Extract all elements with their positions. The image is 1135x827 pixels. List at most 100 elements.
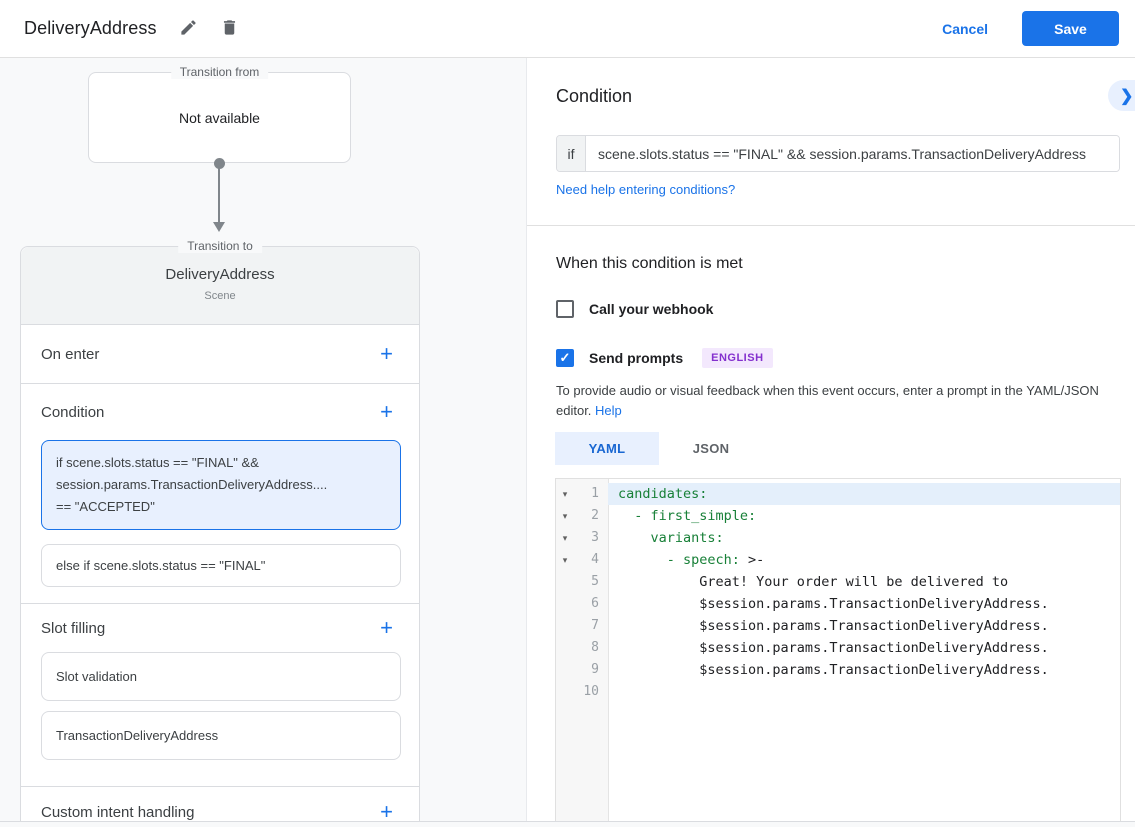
check-icon: ✓ xyxy=(559,350,571,365)
condition-line: == "ACCEPTED" xyxy=(56,499,155,514)
fold-gutter xyxy=(556,593,574,615)
call-webhook-label: Call your webhook xyxy=(589,301,714,317)
window-bottom-edge xyxy=(0,821,1135,827)
prompts-description: To provide audio or visual feedback when… xyxy=(556,381,1122,421)
line-number: 3 xyxy=(591,530,599,545)
code-text: $session.params.TransactionDeliveryAddre… xyxy=(618,640,1049,656)
fold-gutter xyxy=(556,615,574,637)
add-condition-button[interactable]: + xyxy=(380,401,393,423)
panel-divider xyxy=(527,225,1135,226)
fold-arrow-icon[interactable]: ▾ xyxy=(562,533,568,543)
transition-arrow-line xyxy=(218,168,220,223)
plus-icon: + xyxy=(380,399,393,424)
line-number: 9 xyxy=(591,662,599,677)
condition-line: if scene.slots.status == "FINAL" && xyxy=(56,455,259,470)
call-webhook-checkbox[interactable] xyxy=(556,300,574,318)
code-line: ▾3 variants: xyxy=(556,527,1120,549)
section-slot-filling: Slot filling + Slot validation Transacti… xyxy=(21,604,419,787)
plus-icon: + xyxy=(380,799,393,824)
chevron-right-icon: ❯ xyxy=(1120,87,1134,105)
code-text: $session.params.TransactionDeliveryAddre… xyxy=(618,662,1049,678)
code-line: ▾ 2 - first_simple: xyxy=(556,505,1120,527)
transition-from-box: Transition from Not available xyxy=(88,65,351,163)
prompts-row: ✓ Send prompts ENGLISH xyxy=(556,348,773,368)
code-key: - speech: xyxy=(618,552,740,568)
send-prompts-checkbox[interactable]: ✓ xyxy=(556,349,574,367)
code-line: 6 $session.params.TransactionDeliveryAdd… xyxy=(556,593,1120,615)
line-number: 5 xyxy=(591,574,599,589)
save-button[interactable]: Save xyxy=(1022,11,1119,46)
code-text: Great! Your order will be delivered to xyxy=(618,574,1009,590)
fold-gutter xyxy=(556,571,574,593)
send-prompts-label: Send prompts xyxy=(589,350,684,366)
code-text: $session.params.TransactionDeliveryAddre… xyxy=(618,596,1049,612)
slot-filling-label: Slot filling xyxy=(41,619,106,637)
tab-json[interactable]: JSON xyxy=(659,432,763,465)
panel-title: Condition xyxy=(556,86,633,106)
if-prefix: if xyxy=(557,136,586,171)
code-key: - first_simple: xyxy=(618,508,757,524)
code-line: 5 Great! Your order will be delivered to xyxy=(556,571,1120,593)
top-app-bar: DeliveryAddress Cancel Save xyxy=(0,0,1135,58)
add-custom-intent-button[interactable]: + xyxy=(380,801,393,823)
add-slot-button[interactable]: + xyxy=(380,617,393,639)
condition-card-selected[interactable]: if scene.slots.status == "FINAL" && sess… xyxy=(41,440,401,530)
add-on-enter-button[interactable]: + xyxy=(380,343,393,365)
condition-card-else[interactable]: else if scene.slots.status == "FINAL" xyxy=(41,544,401,587)
plus-icon: + xyxy=(380,341,393,366)
line-number: 8 xyxy=(591,640,599,655)
condition-help-link[interactable]: Need help entering conditions? xyxy=(556,182,736,197)
section-condition: Condition + if scene.slots.status == "FI… xyxy=(21,384,419,604)
cancel-button[interactable]: Cancel xyxy=(942,20,988,37)
fold-gutter xyxy=(556,659,574,681)
code-key: candidates: xyxy=(618,486,708,502)
condition-line: session.params.TransactionDeliveryAddres… xyxy=(56,477,328,492)
collapse-panel-button[interactable]: ❯ xyxy=(1108,80,1135,111)
tab-yaml[interactable]: YAML xyxy=(555,432,659,465)
slot-card[interactable]: TransactionDeliveryAddress xyxy=(41,711,401,760)
scene-card: Transition to DeliveryAddress Scene On e… xyxy=(20,239,420,827)
scene-card-header: DeliveryAddress Scene xyxy=(21,247,419,325)
pencil-icon xyxy=(179,18,198,40)
scene-type: Scene xyxy=(204,290,236,302)
fold-arrow-icon[interactable]: ▾ xyxy=(562,555,568,565)
when-met-heading: When this condition is met xyxy=(556,255,743,272)
scene-name: DeliveryAddress xyxy=(165,266,275,283)
code-line: 10 xyxy=(556,681,1120,703)
condition-label: Condition xyxy=(41,403,105,421)
condition-detail-panel: Condition ❯ if Need help entering condit… xyxy=(527,58,1135,827)
line-number: 6 xyxy=(591,596,599,611)
condition-expression-input[interactable] xyxy=(586,136,1119,171)
transition-from-label: Transition from xyxy=(170,65,269,79)
section-on-enter: On enter + xyxy=(21,325,419,384)
slot-validation-card[interactable]: Slot validation xyxy=(41,652,401,701)
page-title: DeliveryAddress xyxy=(24,18,157,38)
section-custom-intent: Custom intent handling + xyxy=(21,787,419,827)
custom-intent-label: Custom intent handling xyxy=(41,803,195,821)
fold-arrow-icon[interactable]: ▾ xyxy=(562,489,568,499)
code-line: 7 $session.params.TransactionDeliveryAdd… xyxy=(556,615,1120,637)
line-number: 1 xyxy=(591,486,599,501)
transition-to-label: Transition to xyxy=(178,239,262,253)
delete-scene-button[interactable] xyxy=(220,18,239,40)
plus-icon: + xyxy=(380,615,393,640)
help-link[interactable]: Help xyxy=(595,403,622,418)
condition-expression-row: if xyxy=(556,135,1120,172)
transition-arrow-dot xyxy=(214,158,225,169)
line-number: 4 xyxy=(591,552,599,567)
line-number: 2 xyxy=(591,508,599,523)
rename-scene-button[interactable] xyxy=(179,18,198,40)
code-text: >- xyxy=(739,552,765,568)
fold-gutter xyxy=(556,681,574,703)
code-line: ▾ 1 candidates: xyxy=(556,483,1120,505)
webhook-row: Call your webhook xyxy=(556,300,713,318)
fold-gutter xyxy=(556,637,574,659)
line-number: 10 xyxy=(583,684,599,699)
trash-icon xyxy=(220,18,239,40)
code-line: 9 $session.params.TransactionDeliveryAdd… xyxy=(556,659,1120,681)
code-line: ▾ 4 - speech: >- xyxy=(556,549,1120,571)
editor-format-tabs: YAML JSON xyxy=(555,432,763,465)
fold-arrow-icon[interactable]: ▾ xyxy=(562,511,568,521)
